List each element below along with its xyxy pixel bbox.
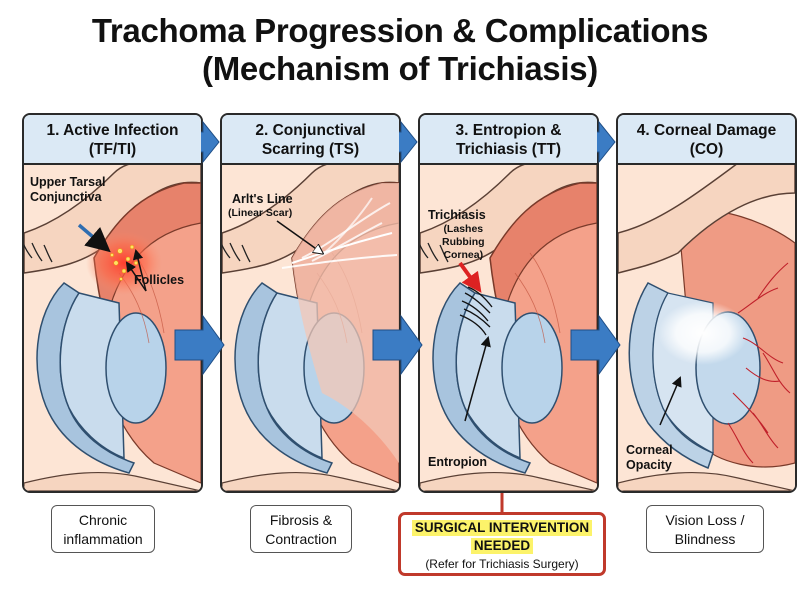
corneal-opacity-label-line-2: Opacity (626, 458, 672, 472)
opacity-pointer-arrow (659, 376, 682, 426)
trichiasis-pointer-arrow (458, 261, 482, 293)
stage-heading-line-2: (CO) (689, 141, 724, 158)
stage-panel-entropion-trichiasis: 3. Entropion & Trichiasis (TT) Trichiasi… (418, 113, 599, 493)
eye-illustration-conjunctival-scarring (222, 163, 399, 491)
upper-tarsal-label-line-1: Upper Tarsal (30, 175, 106, 189)
scar-strands (281, 197, 398, 269)
stage-heading-line-1: 3. Entropion & (455, 122, 562, 139)
follicle-pointer-arrow-2 (132, 248, 147, 292)
follicles-label: Follicles (134, 273, 185, 287)
caption-line-2: Blindness (674, 531, 736, 547)
stage-panel-conjunctival-scarring: 2. Conjunctival Scarring (TS) Arlt's Lin… (220, 113, 401, 493)
follicle-dots (110, 244, 138, 281)
trichiasis-label: Trichiasis (428, 208, 486, 222)
caption-chronic-inflammation: Chronic inflammation (51, 505, 155, 553)
surgery-title-line-2: NEEDED (470, 538, 534, 554)
title-line-1: Trachoma Progression & Complications (91, 12, 709, 49)
caption-line-1: Vision Loss / (665, 512, 745, 528)
stage-heading-line-1: 4. Corneal Damage (636, 122, 777, 139)
blood-vessels (727, 262, 791, 464)
caption-line-2: Contraction (265, 531, 337, 547)
stage-heading: 4. Corneal Damage (CO) (618, 115, 795, 165)
stage-heading-line-1: 1. Active Infection (46, 122, 179, 139)
caption-line-2: inflammation (63, 531, 143, 547)
stage-heading-line-1: 2. Conjunctival (255, 122, 366, 139)
tarsal-pointer-arrow (77, 223, 111, 253)
stage-heading-line-2: (TF/TI) (88, 141, 137, 158)
surgical-intervention-box: SURGICAL INTERVENTION NEEDED (Refer for … (398, 512, 606, 576)
surgery-title-line-1: SURGICAL INTERVENTION (411, 520, 593, 536)
stage-heading: 3. Entropion & Trichiasis (TT) (420, 115, 597, 165)
lashes-label: (Lashes Rubbing Cornea) (442, 223, 485, 262)
stage-panel-corneal-damage: 4. Corneal Damage (CO) Corneal Opacity (616, 113, 797, 493)
stage-heading-line-2: Trichiasis (TT) (455, 141, 562, 158)
upper-tarsal-label-line-2: Conjunctiva (30, 190, 102, 204)
upper-tarsal-label: Upper Tarsal Conjunctiva (30, 175, 106, 205)
eye-illustration-active-infection (24, 163, 201, 491)
title-line-2: (Mechanism of Trichiasis) (202, 50, 598, 87)
surgery-referral-note: (Refer for Trichiasis Surgery) (425, 557, 579, 571)
stage-heading: 2. Conjunctival Scarring (TS) (222, 115, 399, 165)
follicle-pointer-arrow (125, 261, 147, 292)
arlts-pointer-arrow (276, 220, 322, 253)
entropion-pointer-arrow (464, 335, 491, 422)
caption-line-1: Chronic (78, 512, 128, 528)
stage-heading: 1. Active Infection (TF/TI) (24, 115, 201, 165)
corneal-opacity-label: Corneal Opacity (626, 443, 673, 473)
stage-heading-line-2: Scarring (TS) (261, 141, 360, 158)
lashes-label-line-3: Cornea) (443, 249, 484, 261)
caption-vision-loss: Vision Loss / Blindness (646, 505, 764, 553)
caption-fibrosis-contraction: Fibrosis & Contraction (250, 505, 352, 553)
corneal-opacity-haze (658, 301, 748, 365)
eye-illustration-entropion (420, 163, 597, 491)
stage-panel-active-infection: 1. Active Infection (TF/TI) Upper Tarsal… (22, 113, 203, 493)
lashes-label-line-1: (Lashes (443, 223, 484, 235)
diagram-title: Trachoma Progression & Complications (Me… (0, 12, 800, 88)
eye-illustration-corneal-damage (618, 163, 795, 491)
linear-scar-label: (Linear Scar) (228, 207, 293, 219)
lashes-label-line-2: Rubbing (442, 236, 485, 248)
corneal-opacity-label-line-1: Corneal (626, 443, 673, 457)
arlts-line-label: Arlt's Line (232, 192, 293, 206)
caption-line-1: Fibrosis & (269, 512, 333, 528)
entropion-label: Entropion (428, 455, 488, 469)
